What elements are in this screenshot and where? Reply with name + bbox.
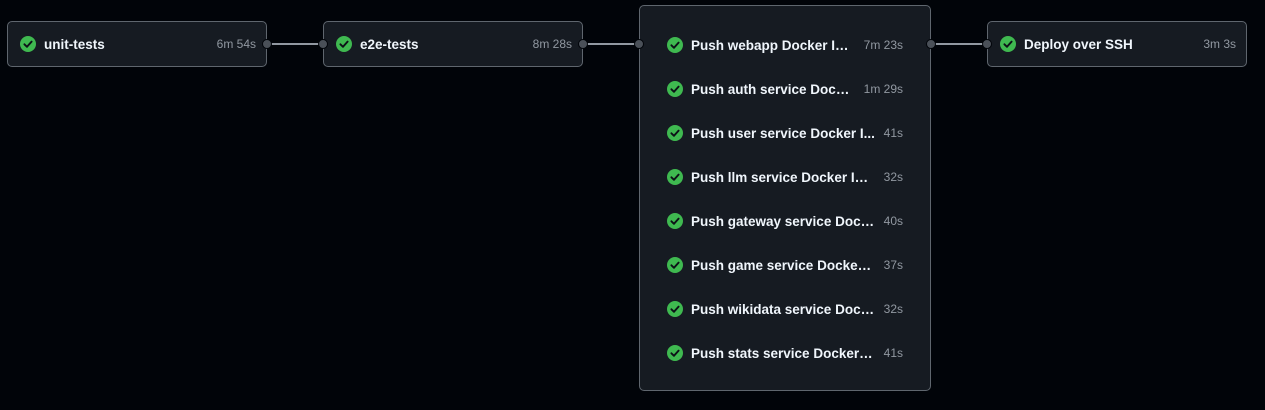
job-name: Deploy over SSH (1024, 36, 1133, 52)
job-deploy-over-ssh[interactable]: Deploy over SSH 3m 3s (1000, 22, 1236, 66)
job-push-webapp[interactable]: Push webapp Docker Im... 7m 23s (667, 23, 903, 67)
job-duration: 1m 29s (863, 82, 903, 96)
check-circle-icon (667, 257, 683, 273)
job-name: Push auth service Docke... (691, 81, 856, 97)
job-push-llm-service[interactable]: Push llm service Docker Im... 32s (667, 155, 903, 199)
check-circle-icon (667, 37, 683, 53)
job-name: Push user service Docker I... (691, 125, 875, 141)
job-push-gateway-service[interactable]: Push gateway service Dock... 40s (667, 199, 903, 243)
job-duration: 40s (883, 214, 903, 228)
check-circle-icon (667, 213, 683, 229)
job-name: Push wikidata service Dock... (691, 301, 876, 317)
port-push-group-in (634, 39, 644, 49)
job-unit-tests[interactable]: unit-tests 6m 54s (20, 22, 256, 66)
job-e2e-tests[interactable]: e2e-tests 8m 28s (336, 22, 572, 66)
port-e2e-tests-in (318, 39, 328, 49)
job-push-stats-service[interactable]: Push stats service Docker I... 41s (667, 331, 903, 375)
check-circle-icon (667, 301, 683, 317)
check-circle-icon (667, 169, 683, 185)
job-card-e2e-tests: e2e-tests 8m 28s (323, 21, 583, 67)
job-duration: 8m 28s (532, 37, 572, 51)
check-circle-icon (667, 125, 683, 141)
job-duration: 7m 23s (863, 38, 903, 52)
job-card-unit-tests: unit-tests 6m 54s (7, 21, 267, 67)
connector-unit-to-e2e (267, 43, 323, 45)
job-name: unit-tests (44, 36, 105, 52)
port-unit-tests-out (262, 39, 272, 49)
job-duration: 6m 54s (216, 37, 256, 51)
job-duration: 3m 3s (1203, 37, 1236, 51)
job-group-push-docker-images: Push webapp Docker Im... 7m 23s Push aut… (639, 5, 931, 391)
job-name: Push game service Docker I... (691, 257, 876, 273)
check-circle-icon (667, 81, 683, 97)
job-duration: 37s (883, 258, 903, 272)
port-push-group-out (926, 39, 936, 49)
connector-push-to-deploy (931, 43, 987, 45)
job-name: Push llm service Docker Im... (691, 169, 876, 185)
check-circle-icon (336, 36, 352, 52)
job-push-game-service[interactable]: Push game service Docker I... 37s (667, 243, 903, 287)
job-name: Push gateway service Dock... (691, 213, 876, 229)
job-push-auth-service[interactable]: Push auth service Docke... 1m 29s (667, 67, 903, 111)
job-duration: 32s (883, 302, 903, 316)
job-name: e2e-tests (360, 36, 419, 52)
job-duration: 41s (883, 126, 903, 140)
job-name: Push webapp Docker Im... (691, 37, 856, 53)
job-push-user-service[interactable]: Push user service Docker I... 41s (667, 111, 903, 155)
connector-e2e-to-push (583, 43, 639, 45)
port-e2e-tests-out (578, 39, 588, 49)
job-name: Push stats service Docker I... (691, 345, 876, 361)
job-card-deploy: Deploy over SSH 3m 3s (987, 21, 1247, 67)
job-duration: 41s (883, 346, 903, 360)
port-deploy-in (982, 39, 992, 49)
job-duration: 32s (883, 170, 903, 184)
job-push-wikidata-service[interactable]: Push wikidata service Dock... 32s (667, 287, 903, 331)
check-circle-icon (667, 345, 683, 361)
check-circle-icon (20, 36, 36, 52)
check-circle-icon (1000, 36, 1016, 52)
